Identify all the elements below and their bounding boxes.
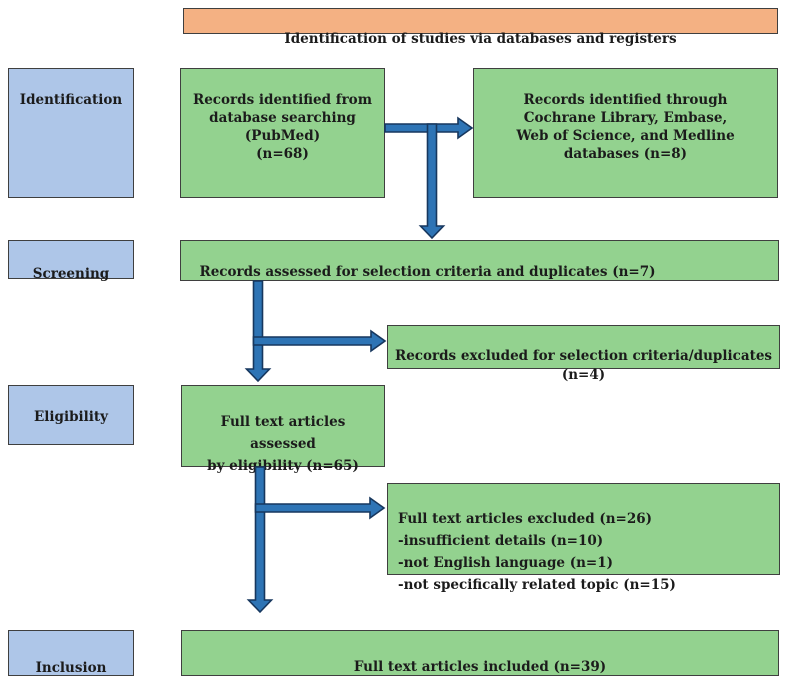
- box-records-assessed-text: Records assessed for selection criteria …: [199, 264, 656, 280]
- arrow-screening-to-excluded-icon: [252, 329, 387, 353]
- box-records-other-databases-text: Records identified through Cochrane Libr…: [516, 92, 735, 162]
- arrow-screening-to-eligibility-icon: [244, 280, 272, 383]
- stage-inclusion: Inclusion: [8, 630, 134, 676]
- box-fulltext-excluded: Full text articles excluded (n=26) -insu…: [387, 483, 780, 593]
- arrow-eligibility-to-inclusion-icon: [246, 466, 274, 614]
- stage-eligibility-label: Eligibility: [33, 409, 109, 425]
- box-fulltext-excluded-text: Full text articles excluded (n=26) -insu…: [398, 511, 676, 593]
- box-records-pubmed-text: Records identified from database searchi…: [193, 92, 372, 162]
- box-fulltext-included: Full text articles included (n=39): [181, 630, 779, 676]
- stage-inclusion-label: Inclusion: [35, 660, 107, 676]
- stage-identification-label: Identification: [19, 92, 123, 108]
- stage-screening: Screening: [8, 240, 134, 282]
- arrow-identification-to-screening-icon: [418, 123, 446, 240]
- stage-screening-label: Screening: [32, 266, 110, 282]
- box-fulltext-assessed: Full text articles assessed by eligibili…: [181, 385, 385, 474]
- box-fulltext-included-text: Full text articles included (n=39): [353, 659, 607, 675]
- arrow-pubmed-to-other-icon: [384, 116, 474, 140]
- box-records-excluded: Records excluded for selection criteria/…: [387, 325, 780, 383]
- box-fulltext-assessed-text: Full text articles assessed by eligibili…: [207, 414, 359, 474]
- arrow-eligibility-to-excluded-icon: [254, 496, 386, 520]
- stage-identification: Identification: [8, 68, 134, 198]
- box-records-pubmed: Records identified from database searchi…: [180, 68, 385, 198]
- stage-eligibility: Eligibility: [8, 385, 134, 445]
- header-label: Identification of studies via databases …: [284, 31, 677, 47]
- box-records-assessed: Records assessed for selection criteria …: [180, 240, 779, 281]
- box-records-other-databases: Records identified through Cochrane Libr…: [473, 68, 778, 198]
- header-box: Identification of studies via databases …: [183, 8, 778, 47]
- box-records-excluded-text: Records excluded for selection criteria/…: [394, 348, 773, 383]
